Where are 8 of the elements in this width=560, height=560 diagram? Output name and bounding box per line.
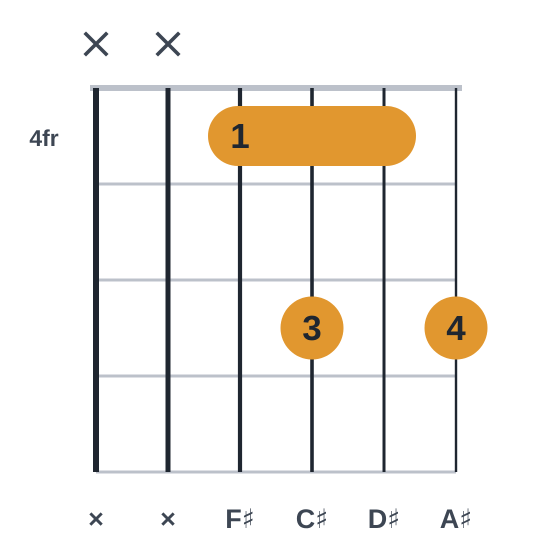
string-label: C♯	[296, 508, 326, 528]
string-label: ×	[89, 512, 103, 526]
finger-barre: 1	[208, 106, 416, 166]
string-label: D♯	[370, 508, 398, 528]
fret-number: 4fr	[30, 129, 58, 146]
string-label: F♯	[227, 508, 252, 528]
string-label: ×	[161, 512, 175, 526]
string-label: A♯	[440, 508, 470, 528]
